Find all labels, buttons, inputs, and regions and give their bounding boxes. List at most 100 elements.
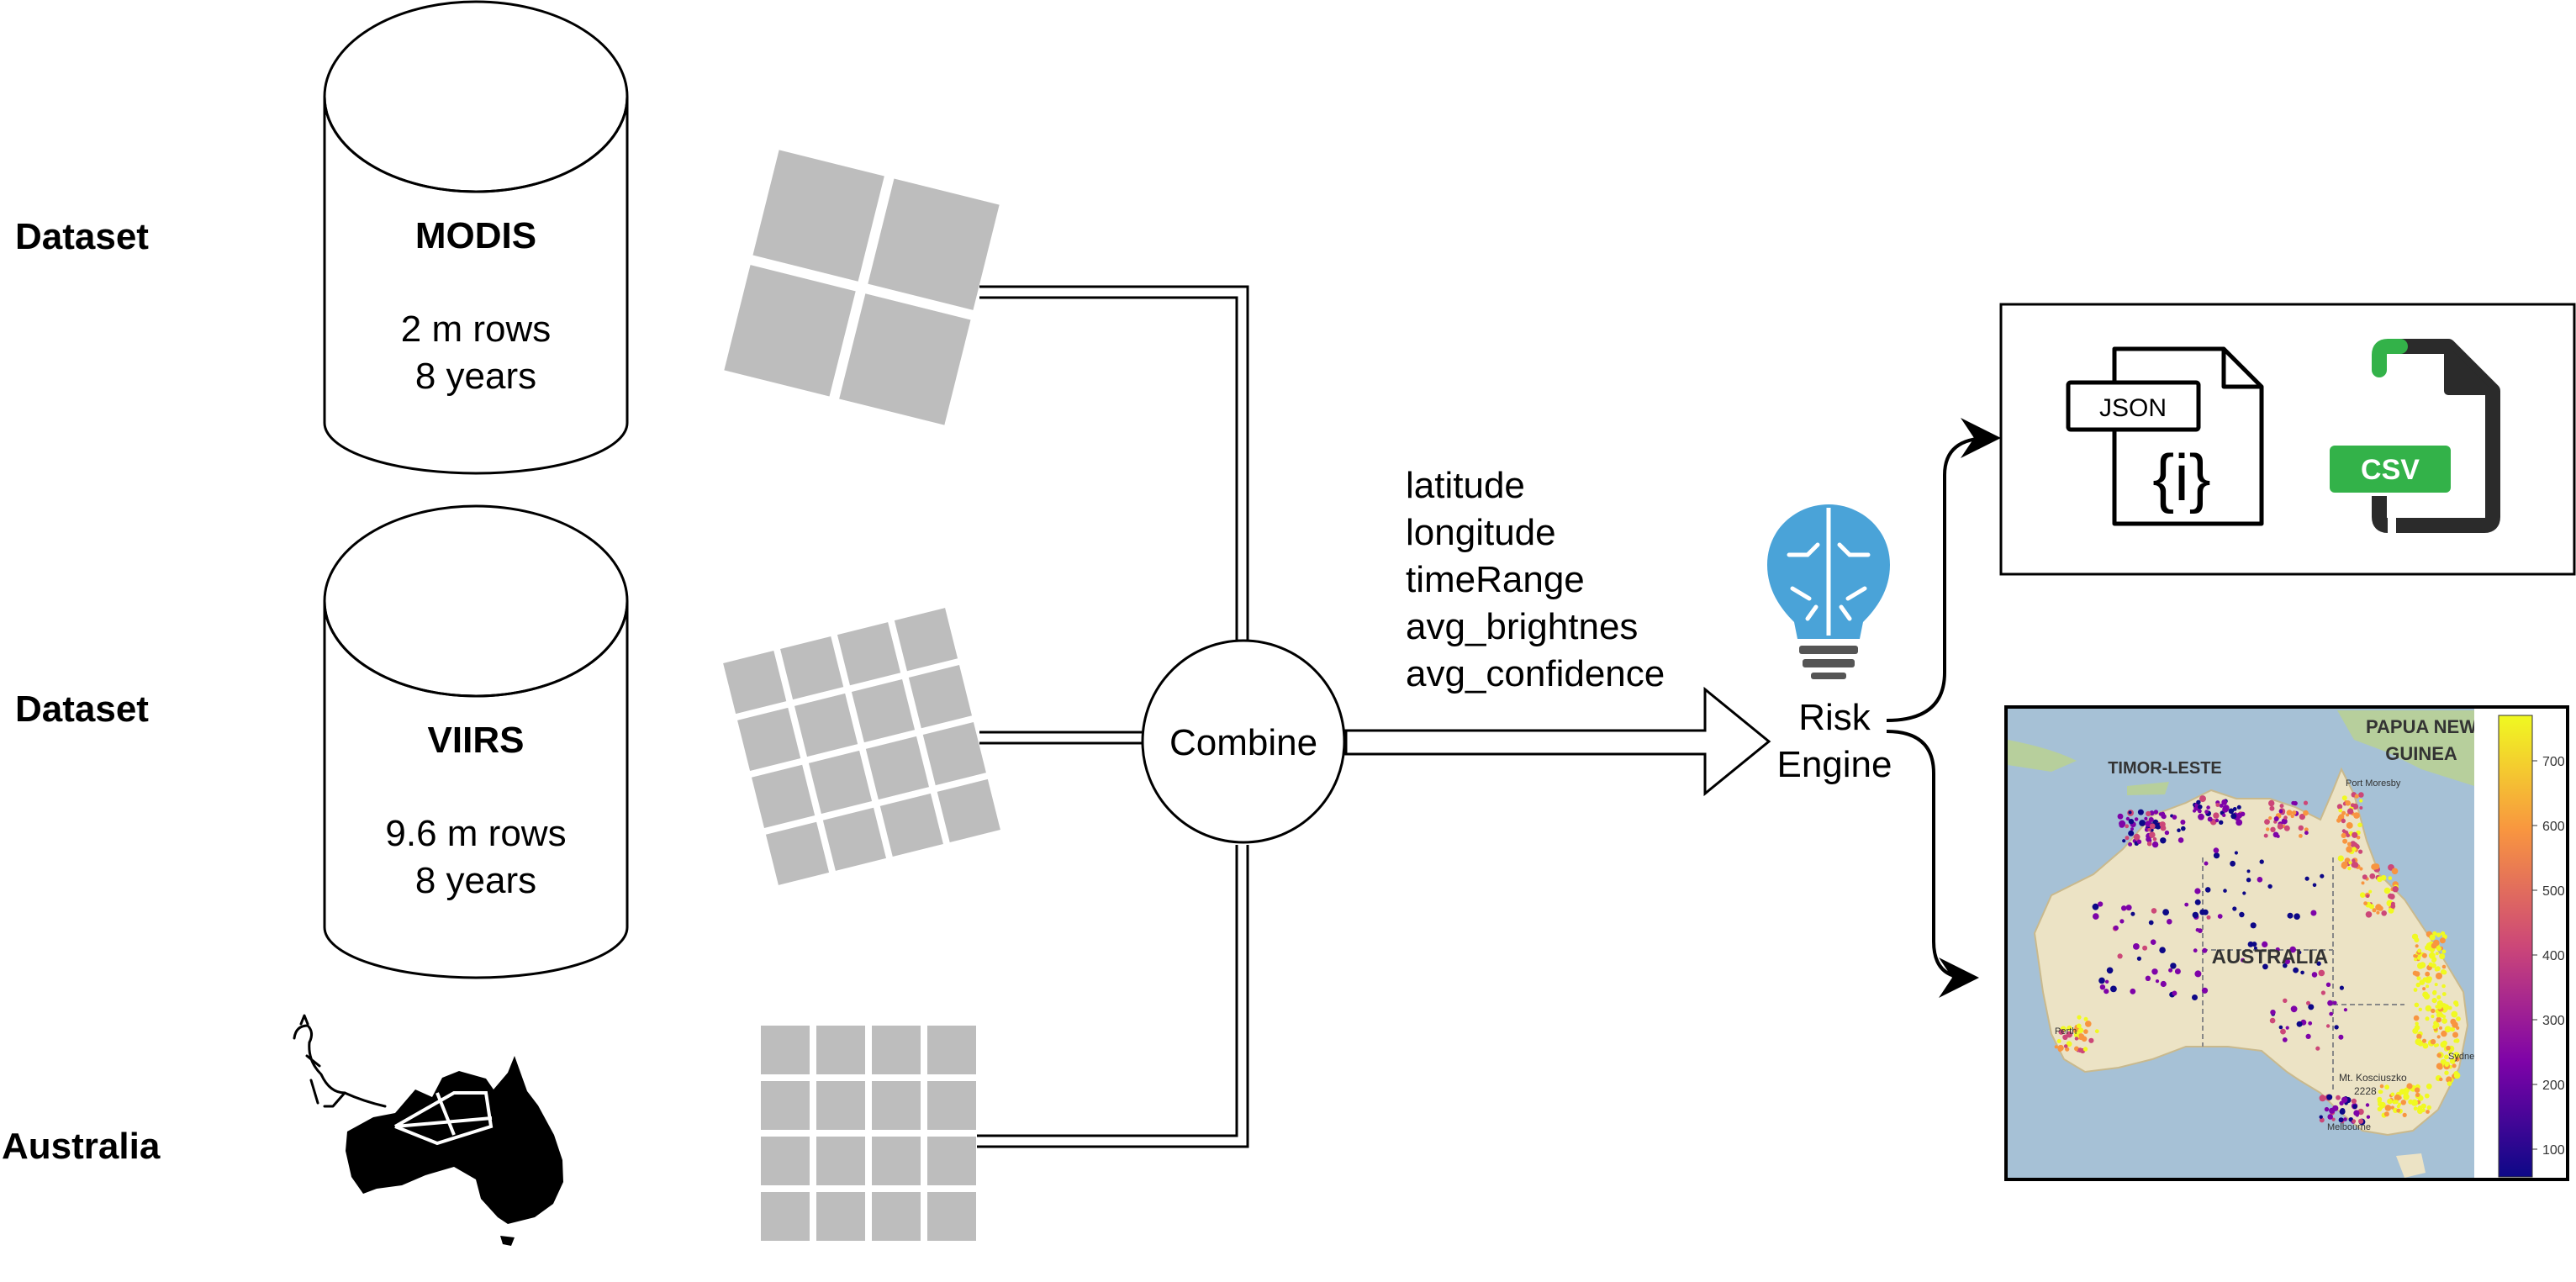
grid-cell bbox=[927, 1081, 976, 1130]
fire-point bbox=[2082, 1047, 2088, 1052]
australia-grid-icon bbox=[761, 1026, 976, 1241]
label-melbourne: Melbourne bbox=[2327, 1122, 2371, 1132]
fire-point bbox=[2402, 1089, 2409, 1096]
colorbar-tick-label: 100 bbox=[2542, 1143, 2565, 1158]
grid-cell bbox=[922, 721, 986, 786]
fire-point bbox=[2396, 1108, 2401, 1113]
fire-point bbox=[2219, 803, 2224, 808]
kangaroo-icon bbox=[293, 1014, 387, 1108]
fire-point bbox=[2441, 992, 2447, 996]
feature-avg-confidence: avg_confidence bbox=[1406, 653, 1665, 694]
fire-point bbox=[2447, 1081, 2452, 1086]
grid-cell bbox=[761, 1192, 810, 1241]
fire-point bbox=[2159, 821, 2166, 828]
fire-point bbox=[2257, 877, 2263, 883]
fire-point bbox=[2422, 977, 2428, 982]
fire-point bbox=[2340, 1108, 2346, 1113]
modis-database-icon bbox=[323, 0, 629, 475]
fire-point bbox=[2325, 982, 2331, 988]
fire-point bbox=[2280, 1028, 2286, 1035]
fire-point bbox=[2441, 949, 2447, 954]
fire-point bbox=[2357, 822, 2362, 828]
brain-lightbulb-icon bbox=[1767, 504, 1890, 679]
fire-point bbox=[2425, 1016, 2430, 1021]
fire-point bbox=[2358, 1118, 2364, 1124]
fire-point bbox=[2119, 820, 2126, 827]
fire-point bbox=[2121, 905, 2127, 911]
fire-point bbox=[2332, 1000, 2337, 1005]
fire-point bbox=[2436, 1063, 2443, 1069]
grid-cell bbox=[816, 1081, 865, 1130]
fire-point bbox=[2104, 979, 2109, 984]
fire-point bbox=[2308, 1021, 2313, 1026]
fire-point bbox=[2161, 814, 2165, 819]
fire-point bbox=[2098, 977, 2105, 984]
fire-point bbox=[2442, 1015, 2447, 1019]
fire-point bbox=[2341, 818, 2346, 824]
fire-point bbox=[2368, 904, 2374, 910]
fire-point bbox=[2294, 913, 2300, 920]
fire-point bbox=[2446, 1076, 2452, 1083]
fire-point bbox=[2065, 1047, 2070, 1052]
fire-point bbox=[2083, 1016, 2088, 1021]
feature-time-range: timeRange bbox=[1406, 559, 1585, 600]
fire-point bbox=[2130, 827, 2134, 831]
fire-point bbox=[2320, 873, 2325, 878]
fire-point bbox=[2447, 1005, 2452, 1010]
fire-point bbox=[2338, 808, 2342, 813]
fire-point bbox=[2352, 1104, 2357, 1110]
fire-point bbox=[2250, 922, 2257, 929]
fire-point bbox=[2441, 1030, 2447, 1037]
grid-cell bbox=[865, 736, 930, 800]
fire-point bbox=[2402, 1112, 2407, 1117]
fire-point bbox=[2125, 836, 2130, 841]
fire-point bbox=[2278, 1025, 2283, 1030]
fire-point bbox=[2426, 976, 2432, 982]
fire-point bbox=[2424, 993, 2429, 998]
fire-point bbox=[2136, 839, 2142, 845]
fire-point bbox=[2439, 1026, 2442, 1030]
fire-point bbox=[2380, 874, 2387, 881]
fire-point bbox=[2130, 911, 2135, 916]
fire-point bbox=[2350, 803, 2355, 808]
fire-point bbox=[2338, 1117, 2344, 1123]
fire-point bbox=[2436, 973, 2442, 979]
fire-point bbox=[2067, 1025, 2072, 1031]
fire-point bbox=[2348, 861, 2352, 865]
fire-point bbox=[2180, 820, 2186, 825]
fire-point bbox=[2415, 1092, 2420, 1097]
fire-point bbox=[2421, 1038, 2427, 1043]
fire-point bbox=[2270, 826, 2276, 832]
fire-point bbox=[2444, 1062, 2449, 1068]
fire-point bbox=[2426, 1083, 2432, 1089]
fire-point bbox=[2412, 1027, 2419, 1034]
fire-point bbox=[2133, 943, 2140, 950]
fire-point bbox=[2263, 833, 2268, 838]
fire-point bbox=[2431, 958, 2436, 963]
fire-point bbox=[2440, 1003, 2445, 1008]
fire-point bbox=[2398, 1095, 2402, 1100]
grid-cell bbox=[761, 1137, 810, 1185]
fire-point bbox=[2341, 829, 2346, 833]
feature-longitude: longitude bbox=[1406, 512, 1556, 553]
features-arrow bbox=[1344, 686, 1771, 797]
grid-cell bbox=[872, 1137, 921, 1185]
fire-point bbox=[2232, 807, 2237, 811]
row-label-australia: Australia bbox=[2, 1126, 161, 1167]
fire-point bbox=[2194, 888, 2201, 894]
fire-point bbox=[2394, 1100, 2399, 1105]
colorbar bbox=[2498, 715, 2533, 1178]
grid-cell bbox=[724, 265, 856, 397]
fire-points bbox=[2054, 792, 2461, 1126]
fire-point bbox=[2228, 808, 2235, 815]
fire-point bbox=[2444, 1070, 2449, 1075]
fire-point bbox=[2454, 1057, 2460, 1062]
fire-point bbox=[2239, 911, 2245, 918]
fire-point bbox=[2337, 855, 2344, 862]
fire-point bbox=[2181, 826, 2186, 831]
colorbar-tick-label: 400 bbox=[2542, 949, 2565, 963]
fire-point bbox=[2204, 861, 2209, 866]
fire-point bbox=[2162, 909, 2170, 915]
fire-point bbox=[2439, 937, 2446, 944]
fire-point bbox=[2358, 849, 2363, 854]
